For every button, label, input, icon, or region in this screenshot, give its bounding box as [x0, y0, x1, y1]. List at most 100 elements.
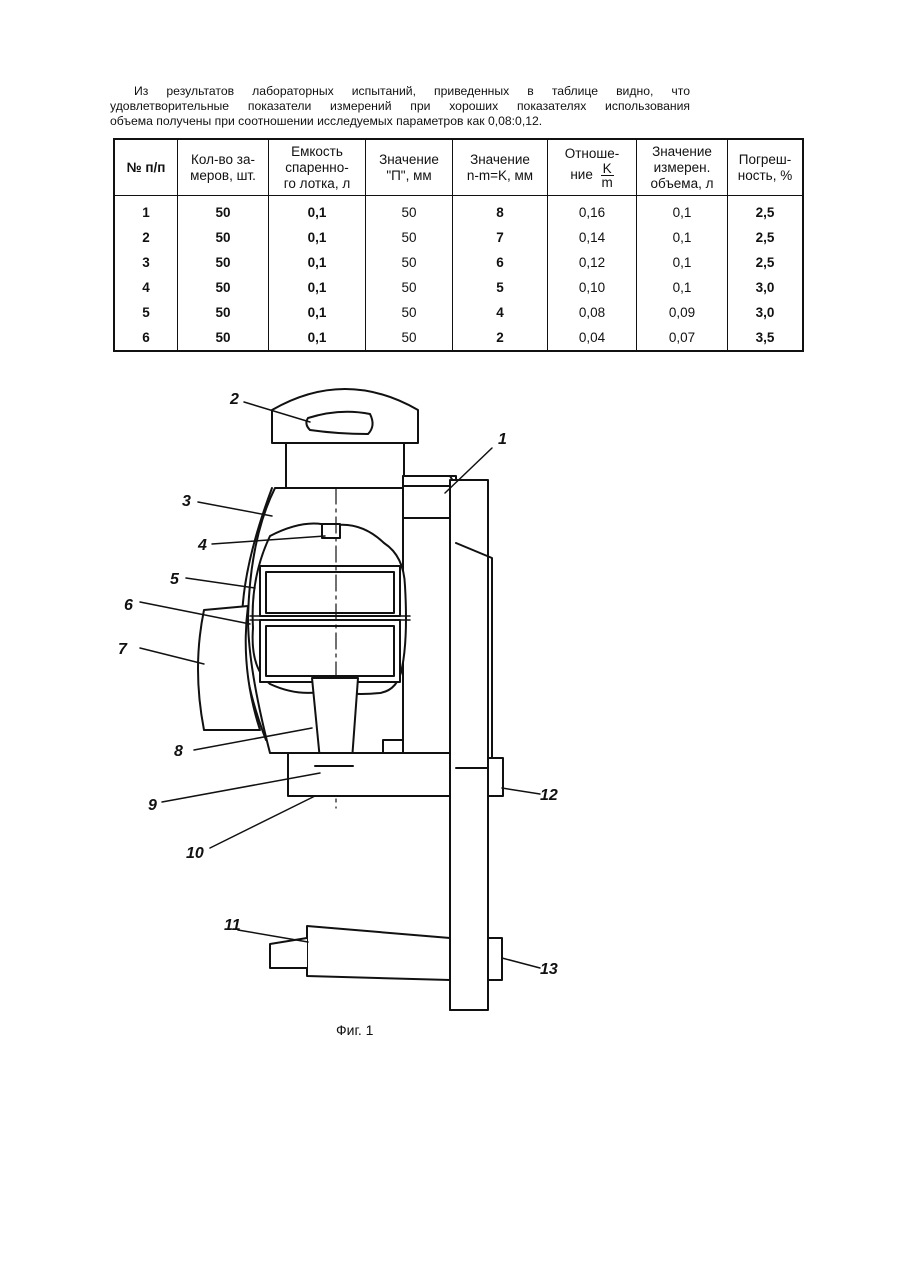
- header-p-line: Значение: [368, 152, 450, 168]
- table-cell: 2,5: [728, 225, 804, 250]
- table-cell: 0,1: [269, 196, 366, 226]
- header-error-line: Погреш-: [730, 152, 800, 168]
- table-row: 4500,15050,100,13,0: [114, 275, 803, 300]
- table-row: 1500,15080,160,12,5: [114, 196, 803, 226]
- header-ratio-line: ние: [570, 167, 593, 182]
- header-error-line: ность, %: [730, 168, 800, 184]
- table-cell: 2: [114, 225, 178, 250]
- table-cell: 50: [366, 250, 453, 275]
- table-cell: 50: [178, 325, 269, 351]
- ratio-denominator: m: [602, 176, 613, 189]
- table-cell: 4: [453, 300, 548, 325]
- top-cap: [272, 389, 418, 443]
- ratio-fraction: K m: [601, 162, 614, 189]
- table-cell: 0,1: [269, 325, 366, 351]
- spindle: [307, 926, 450, 980]
- label-10: 10: [186, 845, 204, 862]
- header-measured-line: объема, л: [639, 176, 725, 192]
- table-cell: 2,5: [728, 196, 804, 226]
- label-5: 5: [170, 571, 180, 588]
- paired-tray: [250, 566, 410, 682]
- table-cell: 1: [114, 196, 178, 226]
- header-capacity: Емкость спаренно- го лотка, л: [269, 139, 366, 196]
- table-row: 5500,15040,080,093,0: [114, 300, 803, 325]
- label-12: 12: [540, 787, 558, 804]
- header-ratio-line: Отноше-: [550, 146, 634, 162]
- header-capacity-line: Емкость: [271, 144, 363, 160]
- table-cell: 0,10: [548, 275, 637, 300]
- table-cell: 0,14: [548, 225, 637, 250]
- intro-paragraph: Из результатов лабораторных испытаний, п…: [110, 84, 690, 129]
- table-cell: 0,07: [637, 325, 728, 351]
- table-cell: 50: [178, 275, 269, 300]
- table-cell: 50: [366, 300, 453, 325]
- label-11: 11: [224, 917, 241, 934]
- neck: [286, 443, 404, 488]
- table-cell: 3,5: [728, 325, 804, 351]
- table-cell: 50: [366, 275, 453, 300]
- table-cell: 3,0: [728, 300, 804, 325]
- label-4: 4: [197, 537, 207, 554]
- header-capacity-line: го лотка, л: [271, 176, 363, 192]
- table-cell: 50: [178, 225, 269, 250]
- table-cell: 0,09: [637, 300, 728, 325]
- table-cell: 50: [178, 196, 269, 226]
- table-cell: 0,1: [637, 250, 728, 275]
- table-cell: 0,1: [637, 275, 728, 300]
- header-measured-line: измерен.: [639, 160, 725, 176]
- table-header-row: № п/п Кол-во за- меров, шт. Емкость спар…: [114, 139, 803, 196]
- header-error: Погреш- ность, %: [728, 139, 804, 196]
- table-cell: 0,1: [269, 225, 366, 250]
- label-8: 8: [174, 743, 183, 760]
- table-cell: 0,04: [548, 325, 637, 351]
- stem: [312, 678, 358, 760]
- header-measured: Значение измерен. объема, л: [637, 139, 728, 196]
- table-cell: 7: [453, 225, 548, 250]
- table-row: 2500,15070,140,12,5: [114, 225, 803, 250]
- header-nm-line: n-m=K, мм: [455, 168, 545, 184]
- intro-line-1: Из результатов лабораторных испытаний, п…: [110, 84, 690, 99]
- header-capacity-line: спаренно-: [271, 160, 363, 176]
- header-num: № п/п: [114, 139, 178, 196]
- table-cell: 0,08: [548, 300, 637, 325]
- label-2: 2: [229, 391, 239, 408]
- table-cell: 50: [366, 225, 453, 250]
- table-cell: 8: [453, 196, 548, 226]
- table-cell: 50: [366, 196, 453, 226]
- header-count-line: Кол-во за-: [180, 152, 266, 168]
- intro-line-3: объема получены при соотношении исследуе…: [110, 114, 690, 129]
- device-drawing: 1 2 3 4 5 6 7 8 9 10 11 12 13: [100, 368, 620, 1058]
- table-cell: 3,0: [728, 275, 804, 300]
- table-cell: 50: [366, 325, 453, 351]
- table-cell: 0,1: [269, 250, 366, 275]
- header-count: Кол-во за- меров, шт.: [178, 139, 269, 196]
- header-nm-value: Значение n-m=K, мм: [453, 139, 548, 196]
- table-cell: 50: [178, 300, 269, 325]
- back-plate: [403, 476, 503, 1010]
- table-cell: 0,12: [548, 250, 637, 275]
- label-6: 6: [124, 597, 133, 614]
- table-cell: 5: [453, 275, 548, 300]
- table-cell: 2,5: [728, 250, 804, 275]
- header-count-line: меров, шт.: [180, 168, 266, 184]
- header-p-line: "П", мм: [368, 168, 450, 184]
- table-cell: 3: [114, 250, 178, 275]
- header-measured-line: Значение: [639, 144, 725, 160]
- intro-line-2: удовлетворительные показатели измерений …: [110, 99, 690, 114]
- figure-caption: Фиг. 1: [336, 1022, 373, 1038]
- header-nm-line: Значение: [455, 152, 545, 168]
- label-9: 9: [148, 797, 157, 814]
- header-p-value: Значение "П", мм: [366, 139, 453, 196]
- table-cell: 6: [114, 325, 178, 351]
- label-3: 3: [182, 493, 191, 510]
- table-cell: 0,1: [269, 300, 366, 325]
- table-row: 6500,15020,040,073,5: [114, 325, 803, 351]
- label-1: 1: [498, 431, 507, 448]
- ratio-numerator: K: [601, 162, 614, 176]
- table-cell: 0,16: [548, 196, 637, 226]
- table-cell: 5: [114, 300, 178, 325]
- table-cell: 0,1: [637, 196, 728, 226]
- header-num-line: № п/п: [117, 160, 175, 176]
- table-cell: 50: [178, 250, 269, 275]
- table-cell: 4: [114, 275, 178, 300]
